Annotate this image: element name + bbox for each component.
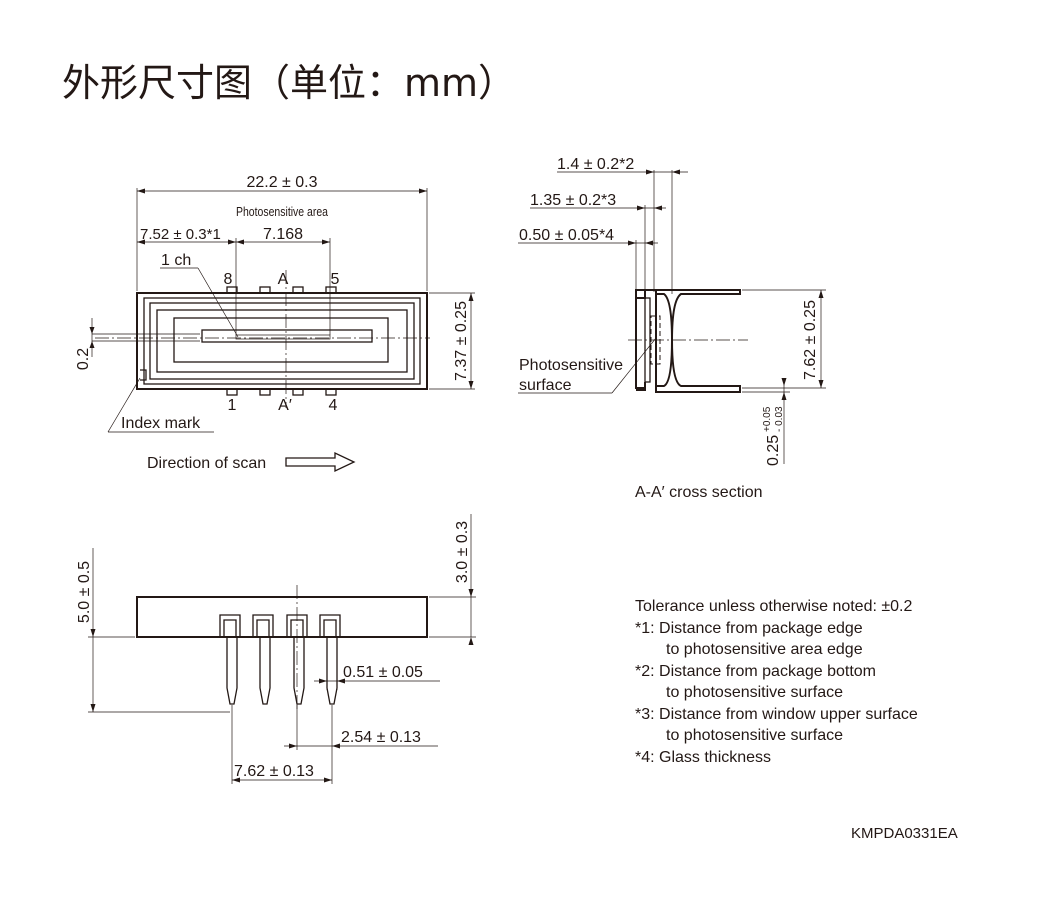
photosensitive-area (235, 334, 331, 340)
pin-1-label: 1 (228, 397, 237, 414)
photosensitive-surface-label-2: surface (519, 377, 572, 394)
pin-tab (292, 286, 304, 294)
lead (319, 614, 341, 705)
section-a-prime-label: A′ (278, 397, 292, 414)
pin-8-tab (226, 286, 238, 294)
side-view: 5.0 ± 0.5 3.0 ± 0.3 0.51 ± 0.05 2.54 ± 0… (76, 514, 476, 784)
note-line: *2: Distance from package bottom (635, 663, 876, 680)
height-dimension: 7.37 ± 0.25 (453, 301, 470, 381)
lead (252, 614, 274, 705)
note-line: to photosensitive surface (666, 727, 843, 744)
base-bottom-step (636, 382, 646, 391)
photosensitive-surface-label-1: Photosensitive (519, 357, 623, 374)
note-line: to photosensitive area edge (666, 641, 863, 658)
chip-outline (201, 329, 373, 343)
page-title: 外形尺寸图（单位：mm） (62, 61, 516, 105)
svg-text:+0.05: +0.05 (762, 406, 773, 432)
pin-tab (292, 388, 304, 396)
note-line: *4: Glass thickness (635, 749, 771, 766)
pin-4-label: 4 (329, 397, 338, 414)
base-wall (635, 298, 645, 389)
side-package-body (136, 596, 428, 638)
cross-section-view: 1.4 ± 0.2*2 1.35 ± 0.2*3 0.50 ± 0.05*4 P… (518, 156, 826, 501)
pin-5-tab (325, 286, 337, 294)
pin-1-tab (226, 388, 238, 396)
ch1-label: 1 ch (161, 252, 191, 269)
section-a-label: A (278, 271, 289, 288)
lead (219, 614, 241, 705)
photosensitive-area-label: Photosensitive area (236, 204, 329, 219)
top-view: 22.2 ± 0.3 Photosensitive area 7.52 ± 0.… (75, 174, 475, 473)
svg-text:- 0.03: - 0.03 (774, 406, 785, 432)
note-line: *1: Distance from package edge (635, 620, 863, 637)
lead-width-dimension: 0.51 ± 0.05 (343, 664, 423, 681)
pin-5-label: 5 (331, 271, 340, 288)
pin-4-tab (325, 388, 337, 396)
svg-text:0.25: 0.25 (765, 435, 782, 466)
offset-dimension: 0.2 (75, 348, 92, 370)
base-top-step (635, 289, 646, 299)
lead-length-dimension: 3.0 ± 0.3 (454, 521, 471, 583)
pin-8-label: 8 (224, 271, 233, 288)
dim-1-4: 1.4 ± 0.2*2 (557, 156, 634, 173)
span-dimension: 7.62 ± 0.13 (234, 763, 314, 780)
scan-direction-label: Direction of scan (147, 455, 266, 472)
index-mark-label: Index mark (121, 415, 201, 432)
note-line: Tolerance unless otherwise noted: ±0.2 (635, 598, 912, 615)
window-inner (173, 317, 389, 363)
cross-section-caption: A-A′ cross section (635, 484, 762, 501)
note-line: *3: Distance from window upper surface (635, 706, 918, 723)
dim-0-50: 0.50 ± 0.05*4 (519, 227, 614, 244)
drawing-code: KMPDA0331EA (851, 825, 958, 842)
area-width-dimension: 7.168 (263, 226, 303, 243)
lead-thickness-dimension: 0.25 +0.05 - 0.03 (762, 406, 785, 466)
width-dimension: 22.2 ± 0.3 (246, 174, 317, 191)
pin-tab (259, 388, 271, 396)
note-line: to photosensitive surface (666, 684, 843, 701)
scan-direction-arrow-icon (285, 451, 356, 473)
dim-1-35: 1.35 ± 0.2*3 (530, 192, 616, 209)
body-height-dimension: 5.0 ± 0.5 (76, 561, 93, 623)
pin-tab (259, 286, 271, 294)
notes: Tolerance unless otherwise noted: ±0.2 *… (635, 598, 918, 766)
pitch-dimension: 2.54 ± 0.13 (341, 729, 421, 746)
edge-dimension: 7.52 ± 0.3*1 (140, 226, 221, 243)
cross-height-dimension: 7.62 ± 0.25 (802, 300, 819, 380)
index-mark (140, 369, 147, 381)
